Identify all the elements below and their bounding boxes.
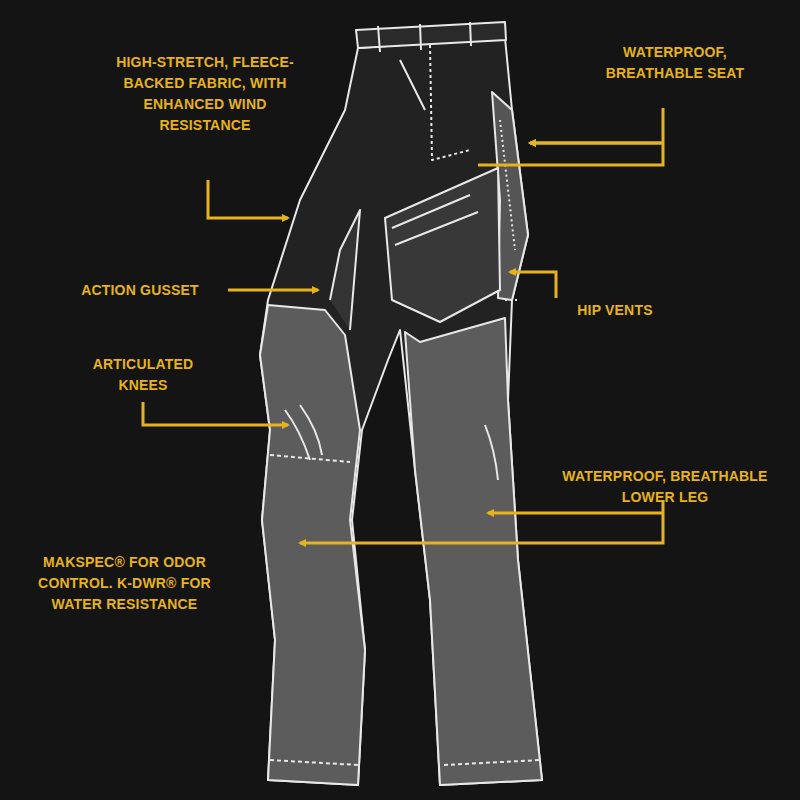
leader-line [478, 108, 663, 165]
lower-leg-left [260, 305, 365, 785]
callout-label: WATERPROOF, BREATHABLE LOWER LEG [560, 466, 770, 508]
leader-line [228, 289, 318, 292]
knee-dart [285, 405, 498, 480]
pants-outline [260, 38, 542, 785]
fly-seam [430, 45, 470, 160]
callout-label: HIP VENTS [560, 300, 670, 321]
zip-pocket [392, 60, 478, 245]
action-gusset [330, 210, 360, 330]
callout-label: ACTION GUSSET [60, 280, 220, 301]
callout-label: ARTICULATED KNEES [78, 354, 208, 396]
callout-label: WATERPROOF, BREATHABLE SEAT [590, 42, 760, 84]
callout-label: MAKSPEC® FOR ODOR CONTROL. K-DWR® FOR WA… [22, 552, 227, 615]
callout-label: HIGH-STRETCH, FLEECE-BACKED FABRIC, WITH… [100, 52, 310, 136]
lower-leg-right [405, 318, 542, 785]
leader-line [208, 180, 288, 218]
leader-line [488, 512, 663, 515]
belt-loop [378, 22, 471, 52]
leader-line [530, 142, 663, 145]
leader-line [510, 272, 556, 298]
cargo-pocket [385, 168, 500, 322]
leader-line [143, 402, 288, 425]
hem-stitch [270, 455, 540, 765]
leader-line [300, 500, 663, 543]
